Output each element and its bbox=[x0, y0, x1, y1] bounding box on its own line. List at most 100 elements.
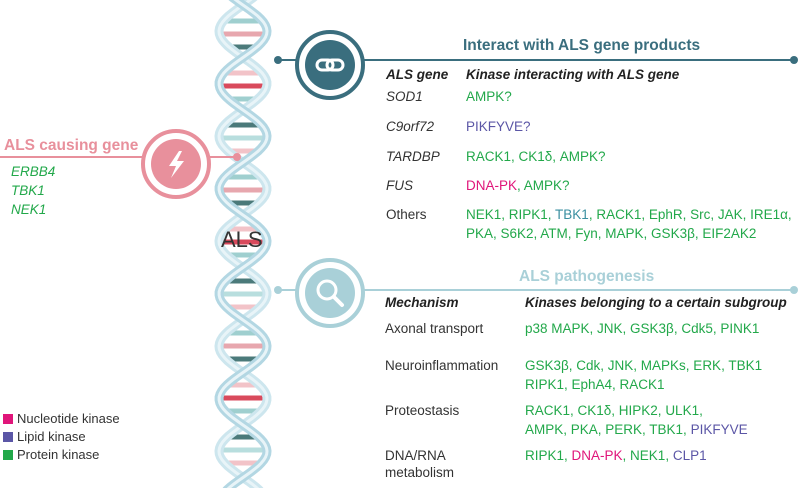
kinase-line: NEK1, RIPK1, TBK1, RACK1, EphR, Src, JAK… bbox=[466, 206, 792, 223]
helix-strand-highlight bbox=[217, 0, 269, 488]
helix-rung bbox=[225, 226, 261, 232]
helix-rung bbox=[219, 447, 267, 453]
causing-connector-line bbox=[0, 156, 152, 158]
interact-connector-line bbox=[278, 59, 796, 61]
mechanism-name: DNA/RNA bbox=[385, 448, 446, 463]
kinase-text: , AMPK? bbox=[517, 178, 570, 193]
helix-rung bbox=[219, 83, 267, 89]
helix-rung bbox=[219, 343, 267, 349]
mechanism-name: Proteostasis bbox=[385, 403, 460, 418]
causing-title: ALS causing gene bbox=[4, 137, 139, 154]
als-gene-name: FUS bbox=[386, 178, 413, 193]
pathogenesis-circle bbox=[295, 258, 365, 328]
kinase-line: PIKFYVE? bbox=[466, 118, 531, 135]
mechanism-name: Neuroinflammation bbox=[385, 358, 499, 373]
kinase-text: RIPK1, bbox=[525, 448, 572, 463]
causing-gene: TBK1 bbox=[11, 183, 45, 198]
helix-rung bbox=[225, 356, 261, 362]
helix-rung bbox=[226, 304, 260, 310]
causing-circle bbox=[141, 129, 211, 199]
pathogenesis-title: ALS pathogenesis bbox=[519, 268, 655, 285]
kinase-line: GSK3β, Cdk, JNK, MAPKs, ERK, TBK1 bbox=[525, 357, 762, 374]
legend-item: Lipid kinase bbox=[3, 429, 86, 444]
link-icon bbox=[305, 40, 355, 90]
kinase-text: , NEK1, bbox=[622, 448, 673, 463]
mechanism-name: metabolism bbox=[385, 465, 455, 480]
kinase-line: DNA-PK, AMPK? bbox=[466, 177, 570, 194]
legend-swatch bbox=[3, 449, 13, 460]
kinase-text: p38 MAPK, JNK, GSK3β, Cdk5, PINK1 bbox=[525, 321, 760, 336]
legend-label: Lipid kinase bbox=[17, 429, 86, 444]
helix-rung bbox=[224, 174, 262, 180]
legend-swatch bbox=[3, 431, 13, 442]
helix-rung bbox=[224, 122, 262, 128]
interact-connector-dot-left bbox=[274, 56, 282, 64]
helix-rung bbox=[226, 382, 260, 388]
helix-strand-highlight bbox=[217, 0, 269, 488]
kinase-text: PIKFYVE bbox=[690, 422, 748, 437]
kinase-text: , RACK1, EphR, Src, JAK, IRE1α, bbox=[588, 207, 792, 222]
kinase-line: AMPK, PKA, PERK, TBK1, PIKFYVE bbox=[525, 421, 748, 438]
helix-rung bbox=[227, 434, 259, 440]
kinase-text: TBK1 bbox=[555, 207, 589, 222]
kinase-text: GSK3β, Cdk, JNK, MAPKs, ERK, TBK1 bbox=[525, 358, 763, 373]
kinase-line: RACK1, CK1δ, AMPK? bbox=[466, 148, 606, 165]
helix-rung bbox=[225, 278, 261, 284]
kinase-text: PIKFYVE? bbox=[466, 119, 531, 134]
helix-rung bbox=[219, 135, 267, 141]
als-gene-name: Others bbox=[386, 207, 427, 222]
lightning-icon bbox=[151, 139, 201, 189]
magnifier-icon bbox=[305, 268, 355, 318]
pathogenesis-connector-line bbox=[278, 289, 796, 291]
kinase-text: CLP1 bbox=[672, 448, 707, 463]
pathogenesis-col1-header: Mechanism bbox=[385, 295, 459, 310]
helix-rung bbox=[226, 252, 260, 258]
kinase-text: RACK1, CK1δ, HIPK2, ULK1, bbox=[525, 403, 703, 418]
helix-rung bbox=[219, 31, 267, 37]
interact-circle bbox=[295, 30, 365, 100]
helix-rung bbox=[219, 187, 267, 193]
interact-col1-header: ALS gene bbox=[386, 67, 449, 82]
als-gene-name: C9orf72 bbox=[386, 119, 435, 134]
helix-rung bbox=[225, 408, 261, 414]
mechanism-name: Axonal transport bbox=[385, 321, 484, 336]
interact-title: Interact with ALS gene products bbox=[463, 37, 701, 54]
kinase-text: NEK1, RIPK1, bbox=[466, 207, 556, 222]
kinase-text: PKA, S6K2, ATM, Fyn, MAPK, GSK3β, EIF2AK… bbox=[466, 226, 757, 241]
pathogenesis-col2-header: Kinases belonging to a certain subgroup bbox=[525, 295, 787, 310]
kinase-text: RACK1, CK1δ, AMPK? bbox=[466, 149, 606, 164]
kinase-text: AMPK? bbox=[466, 89, 512, 104]
pathogenesis-connector-dot-right bbox=[790, 286, 798, 294]
kinase-line: RIPK1, DNA-PK, NEK1, CLP1 bbox=[525, 447, 707, 464]
helix-rung bbox=[228, 44, 258, 50]
helix-rung bbox=[224, 460, 262, 466]
kinase-line: RIPK1, EphA4, RACK1 bbox=[525, 376, 665, 393]
helix-rung bbox=[228, 96, 258, 102]
kinase-line: p38 MAPK, JNK, GSK3β, Cdk5, PINK1 bbox=[525, 320, 759, 337]
kinase-line: PKA, S6K2, ATM, Fyn, MAPK, GSK3β, EIF2AK… bbox=[466, 225, 756, 242]
helix-rung bbox=[223, 18, 263, 24]
kinase-text: RIPK1, EphA4, RACK1 bbox=[525, 377, 665, 392]
pathogenesis-connector-dot-left bbox=[274, 286, 282, 294]
als-gene-name: TARDBP bbox=[386, 149, 440, 164]
helix-rung bbox=[223, 70, 263, 76]
kinase-line: AMPK? bbox=[466, 88, 512, 105]
helix-rung bbox=[227, 148, 259, 154]
helix-rung bbox=[226, 330, 260, 336]
kinase-text: DNA-PK bbox=[466, 178, 518, 193]
causing-connector-dot bbox=[233, 153, 241, 161]
helix-rung bbox=[219, 395, 267, 401]
helix-rung bbox=[227, 200, 259, 206]
interact-connector-dot-right bbox=[790, 56, 798, 64]
legend-label: Protein kinase bbox=[17, 447, 100, 462]
causing-gene: NEK1 bbox=[11, 202, 47, 217]
causing-gene: ERBB4 bbox=[11, 164, 56, 179]
helix-rung bbox=[219, 291, 267, 297]
causing-connector-line-right bbox=[192, 156, 237, 158]
kinase-text: AMPK, PKA, PERK, TBK1, bbox=[525, 422, 691, 437]
interact-col2-header: Kinase interacting with ALS gene bbox=[466, 67, 680, 82]
legend-item: Protein kinase bbox=[3, 447, 99, 462]
kinase-text: DNA-PK bbox=[571, 448, 623, 463]
als-gene-name: SOD1 bbox=[386, 89, 423, 104]
